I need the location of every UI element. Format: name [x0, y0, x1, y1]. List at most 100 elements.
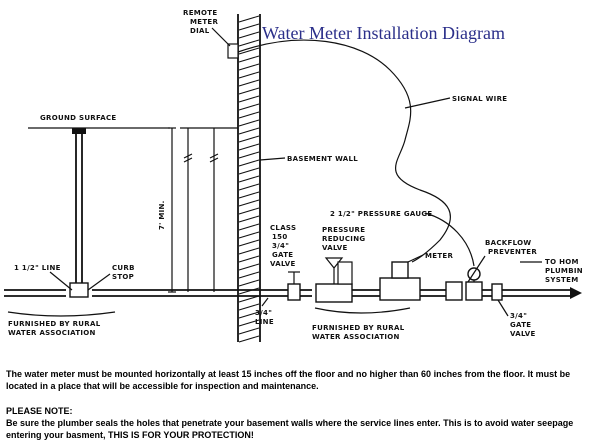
curb-stop-riser [72, 128, 86, 285]
wall-hatch-line [238, 263, 260, 271]
wall-hatch-line [238, 23, 260, 31]
svg-text:150: 150 [272, 233, 288, 241]
gate-valve-right-label: 3/4" GATE VALVE [510, 312, 536, 338]
svg-text:3/4": 3/4" [510, 312, 527, 320]
wall-hatch-line [238, 79, 260, 87]
line-1-5-label: 1 1/2" LINE [14, 264, 61, 272]
svg-text:BACKFLOW: BACKFLOW [485, 239, 531, 247]
svg-text:VALVE: VALVE [510, 330, 536, 338]
wall-hatch-line [238, 151, 260, 159]
left-brace [7, 311, 116, 317]
wall-hatch-line [238, 111, 260, 119]
wall-hatch-line [238, 31, 260, 39]
wall-hatch-line [238, 39, 260, 47]
meter-label: METER [425, 252, 454, 260]
pressure-reducing-valve [315, 257, 353, 303]
curb-stop-label: CURB STOP [112, 264, 135, 281]
wall-hatch-line [238, 143, 260, 151]
svg-text:PLUMBIN: PLUMBIN [545, 267, 583, 275]
wall-hatch-line [238, 71, 260, 79]
svg-text:3/4": 3/4" [272, 242, 289, 250]
wall-hatch-line [238, 95, 260, 103]
wall-hatch-line [238, 335, 260, 343]
wall-hatch-line [238, 119, 260, 127]
wall-hatch-line [238, 231, 260, 239]
wall-hatch-line [238, 215, 260, 223]
wall-hatch-line [238, 279, 260, 287]
curb-stop [69, 282, 89, 298]
class-gate-valve-label: CLASS 150 3/4" GATE VALVE [270, 224, 296, 268]
signal-wire-label: SIGNAL WIRE [452, 95, 507, 103]
mid-brace [314, 307, 411, 314]
wall-hatch-line [238, 287, 260, 295]
wall-hatch-line [238, 247, 260, 255]
svg-text:GATE: GATE [272, 251, 293, 259]
svg-text:SYSTEM: SYSTEM [545, 276, 578, 284]
signal-wire [237, 39, 451, 263]
wall-hatch-line [238, 175, 260, 183]
wall-hatch-line [238, 127, 260, 135]
svg-text:STOP: STOP [112, 273, 134, 281]
line-3-4-label: 3/4" LINE [255, 309, 274, 326]
wall-hatch-line [238, 327, 260, 335]
svg-text:PRESSURE: PRESSURE [322, 226, 365, 234]
wall-hatch-line [238, 103, 260, 111]
svg-text:3/4": 3/4" [255, 309, 272, 317]
gate-valve-right [491, 283, 503, 301]
wall-hatch-line [238, 87, 260, 95]
wall-hatch-line [238, 319, 260, 327]
wall-hatch-line [238, 183, 260, 191]
svg-text:TO HOM: TO HOM [545, 258, 579, 266]
gate-valve-left [287, 271, 301, 301]
wall-hatch-line [238, 223, 260, 231]
wall-hatch-line [238, 63, 260, 71]
pressure-gauge-label: 2 1/2" PRESSURE GAUGE [330, 210, 433, 218]
wall-hatch-line [238, 199, 260, 207]
furnished-left-label: FURNISHED BY RURAL WATER ASSOCIATION [8, 320, 101, 337]
basement-wall [237, 14, 261, 343]
basement-wall-label: BASEMENT WALL [287, 155, 358, 163]
wall-hatch-line [238, 207, 260, 215]
svg-text:CLASS: CLASS [270, 224, 296, 232]
svg-text:WATER ASSOCIATION: WATER ASSOCIATION [312, 333, 400, 341]
svg-text:7' MIN.: 7' MIN. [158, 200, 166, 230]
svg-text:VALVE: VALVE [322, 244, 348, 252]
diagram-title: Water Meter Installation Diagram [262, 23, 505, 43]
backflow-preventer-label: BACKFLOW PREVENTER [485, 239, 537, 256]
svg-text:REMOTE: REMOTE [183, 9, 217, 17]
wall-hatch-line [238, 271, 260, 279]
wall-hatch-line [238, 295, 260, 303]
wall-hatch-line [238, 255, 260, 263]
svg-text:REDUCING: REDUCING [322, 235, 365, 243]
svg-text:DIAL: DIAL [190, 27, 210, 35]
svg-text:FURNISHED BY RURAL: FURNISHED BY RURAL [8, 320, 101, 328]
wall-hatch-line [238, 47, 260, 55]
wall-hatch-line [238, 159, 260, 167]
wall-hatch-line [238, 311, 260, 319]
wall-hatch-line [238, 135, 260, 143]
svg-text:METER: METER [190, 18, 219, 26]
wall-hatch-line [238, 15, 260, 23]
wall-hatch-line [238, 191, 260, 199]
remote-meter-dial-box [227, 43, 239, 59]
svg-text:FURNISHED BY RURAL: FURNISHED BY RURAL [312, 324, 405, 332]
water-meter [352, 261, 446, 301]
ground-surface-label: GROUND SURFACE [40, 114, 117, 122]
svg-text:VALVE: VALVE [270, 260, 296, 268]
wall-hatch-line [238, 167, 260, 175]
furnished-mid-label: FURNISHED BY RURAL WATER ASSOCIATION [312, 324, 405, 341]
sealing-instructions: Be sure the plumber seals the holes that… [6, 418, 574, 440]
mounting-instructions: The water meter must be mounted horizont… [6, 369, 571, 391]
svg-text:GATE: GATE [510, 321, 531, 329]
svg-text:CURB: CURB [112, 264, 135, 272]
svg-text:PREVENTER: PREVENTER [488, 248, 537, 256]
wall-hatch-line [238, 303, 260, 311]
wall-hatch-line [238, 55, 260, 63]
trench-break-lines [183, 128, 219, 292]
svg-text:WATER ASSOCIATION: WATER ASSOCIATION [8, 329, 96, 337]
service-line [4, 287, 582, 299]
remote-meter-dial-label: REMOTE METER DIAL [183, 9, 219, 35]
pressure-reducing-valve-label: PRESSURE REDUCING VALVE [322, 226, 365, 252]
depth-dimension: 7' MIN. [158, 127, 176, 293]
